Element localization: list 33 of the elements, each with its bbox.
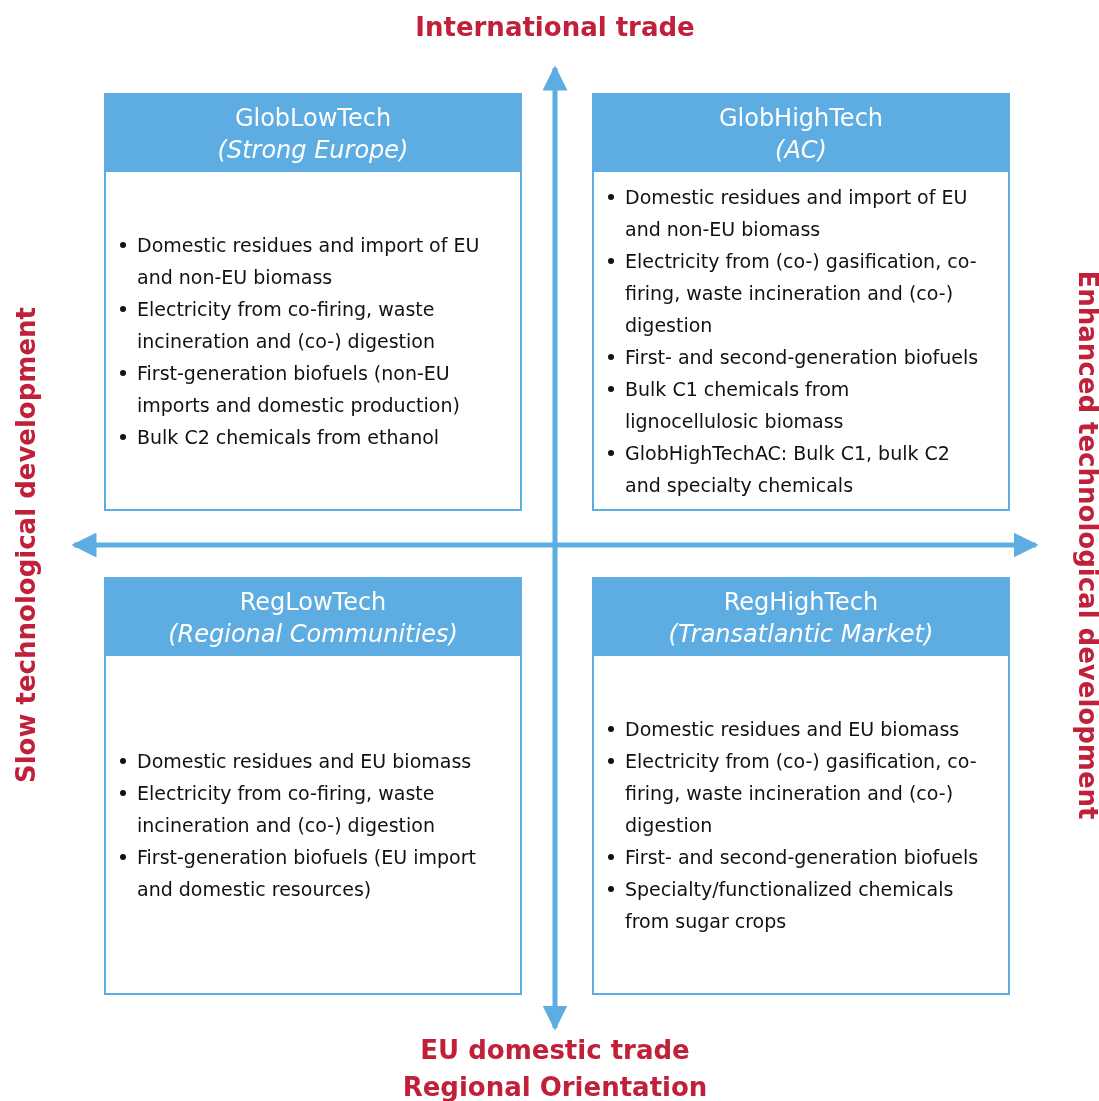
bullet-item: Domestic residues and EU biomass xyxy=(116,744,498,777)
bullet-item: Electricity from co-firing, waste incineration and (co-) digestion xyxy=(116,776,498,841)
scenario-title: RegLowTech xyxy=(239,586,387,618)
bullet-item: First- and second-generation biofuels xyxy=(604,840,986,873)
scenario-title: GlobHighTech xyxy=(718,102,884,134)
scenario-title: RegHighTech xyxy=(723,586,879,618)
axis-label: Enhanced technological development xyxy=(1073,270,1099,820)
bullet-item: Electricity from co-firing, waste incineration and (co-) digestion xyxy=(116,292,498,357)
bullet-item: Specialty/functionalized chemicals from sugar crops xyxy=(604,872,986,937)
axis-label: International trade xyxy=(415,12,695,42)
bullet-item: First-generation biofuels (EU import and domestic resources) xyxy=(116,840,498,905)
axis-label: Regional Orientation xyxy=(402,1072,708,1101)
bullet-item: Electricity from (co-) gasification, co-firing, waste incineration and (co-) digestion xyxy=(604,744,986,841)
scenario-title: GlobLowTech xyxy=(234,102,392,134)
scenario-card xyxy=(592,93,1010,511)
bullet-item: Domestic residues and import of EU and non-EU biomass xyxy=(116,228,498,293)
bullet-item: Domestic residues and EU biomass xyxy=(604,712,986,745)
scenario-card xyxy=(104,93,522,511)
bullet-item: First- and second-generation biofuels xyxy=(604,340,986,373)
bullet-item: Electricity from (co-) gasification, co-firing, waste incineration and (co-) digestion xyxy=(604,244,986,341)
scenario-card xyxy=(592,577,1010,995)
scenario-subtitle: (Transatlantic Market) xyxy=(668,618,934,650)
scenario-card xyxy=(104,577,522,995)
bullet-item: Domestic residues and import of EU and non-EU biomass xyxy=(604,180,986,245)
bullet-item: Bulk C1 chemicals from lignocellulosic biomass xyxy=(604,372,986,437)
bullet-item: GlobHighTechAC: Bulk C1, bulk C2 and specialty chemicals xyxy=(604,436,986,501)
scenario-subtitle: (Regional Communities) xyxy=(168,618,458,650)
bullet-item: Bulk C2 chemicals from ethanol xyxy=(116,420,498,453)
axis-label: EU domestic trade xyxy=(420,1035,690,1065)
bullet-item: First-generation biofuels (non-EU imports and domestic production) xyxy=(116,356,498,421)
scenario-subtitle: (AC) xyxy=(775,134,827,166)
scenario-subtitle: (Strong Europe) xyxy=(217,134,409,166)
axis-label: Slow technological development xyxy=(11,307,41,783)
